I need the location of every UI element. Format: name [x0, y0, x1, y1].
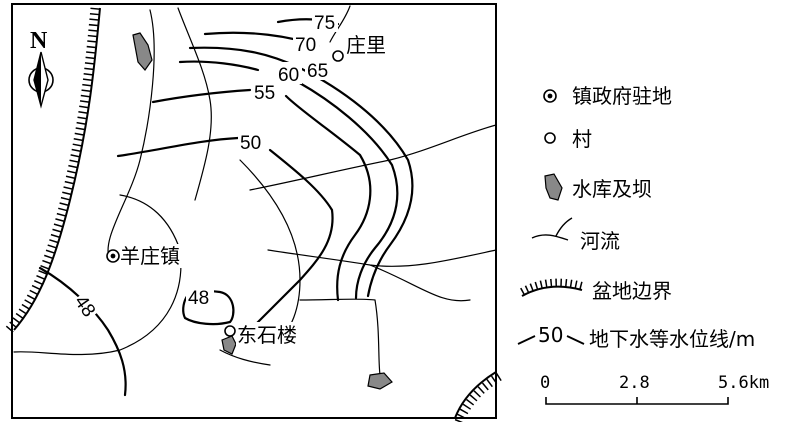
- river-line: [107, 9, 155, 261]
- legend-reservoir-label: 水库及坝: [572, 177, 652, 201]
- contour-label-60: 60: [278, 65, 299, 86]
- river-line: [329, 5, 351, 43]
- contour-60: [178, 60, 399, 300]
- north-label: N: [30, 28, 48, 54]
- map-frame: [11, 3, 497, 419]
- contour-48-west: [38, 266, 127, 397]
- legend-village-icon: [544, 132, 556, 144]
- basin-boundary-west: [5, 7, 101, 333]
- village-marker: [224, 325, 236, 337]
- contour-labels: 75 70 65 60 55 50 48 48: [70, 10, 338, 322]
- place-label-dongshilou: 东石楼: [237, 323, 297, 347]
- scale-bar-line: [545, 397, 729, 405]
- rivers: [13, 5, 497, 376]
- scale-tick-0: 0: [540, 373, 550, 393]
- place-label-yangzhuang: 羊庄镇: [120, 244, 180, 268]
- legend-river-label: 河流: [580, 229, 620, 253]
- legend-water-table-label: 地下水等水位线/m: [589, 327, 755, 351]
- contour-50: [116, 136, 334, 332]
- contour-label-75: 75: [314, 13, 335, 34]
- village-marker: [332, 50, 344, 62]
- reservoir-south: [367, 372, 393, 390]
- scale-bar: 0 2.8 5.6km: [540, 373, 769, 405]
- river-line: [219, 349, 271, 366]
- legend-river-icon: [531, 217, 573, 241]
- settlement-dongshilou: 东石楼: [224, 322, 314, 347]
- river-line: [13, 194, 182, 356]
- contour-label-55: 55: [254, 83, 275, 104]
- settlement-zhuangli: 庄里: [332, 33, 386, 62]
- river-line: [369, 264, 471, 302]
- legend-town-seat-label: 镇政府驻地: [572, 84, 672, 108]
- legend-basin-boundary-label: 盆地边界: [592, 279, 672, 303]
- river-line: [299, 298, 381, 376]
- legend-reservoir-icon: [544, 173, 563, 201]
- contour-lines: [38, 18, 414, 397]
- legend: 镇政府驻地 村 水库及坝 河流 盆地边界 50 地下水等水位线/m: [517, 84, 755, 351]
- reservoir-north: [132, 32, 153, 71]
- contour-label-70: 70: [295, 35, 316, 56]
- river-line: [177, 7, 212, 201]
- contour-65: [188, 46, 414, 298]
- contour-label-50: 50: [240, 133, 261, 154]
- place-label-zhuangli: 庄里: [346, 33, 386, 57]
- legend-village-label: 村: [572, 127, 592, 151]
- contour-55: [151, 88, 372, 302]
- scale-tick-1: 2.8: [619, 373, 650, 393]
- basin-boundary-southeast: [454, 371, 503, 422]
- legend-water-table-icon: [517, 335, 536, 345]
- legend-basin-boundary-icon: [521, 285, 583, 297]
- north-arrow: N: [28, 28, 54, 109]
- legend-water-table-value: 50: [538, 323, 563, 347]
- settlement-yangzhuang: 羊庄镇: [106, 244, 202, 268]
- contour-label-65: 65: [307, 61, 328, 82]
- scale-tick-2: 5.6km: [718, 373, 769, 393]
- contour-label-48-loop: 48: [188, 288, 209, 309]
